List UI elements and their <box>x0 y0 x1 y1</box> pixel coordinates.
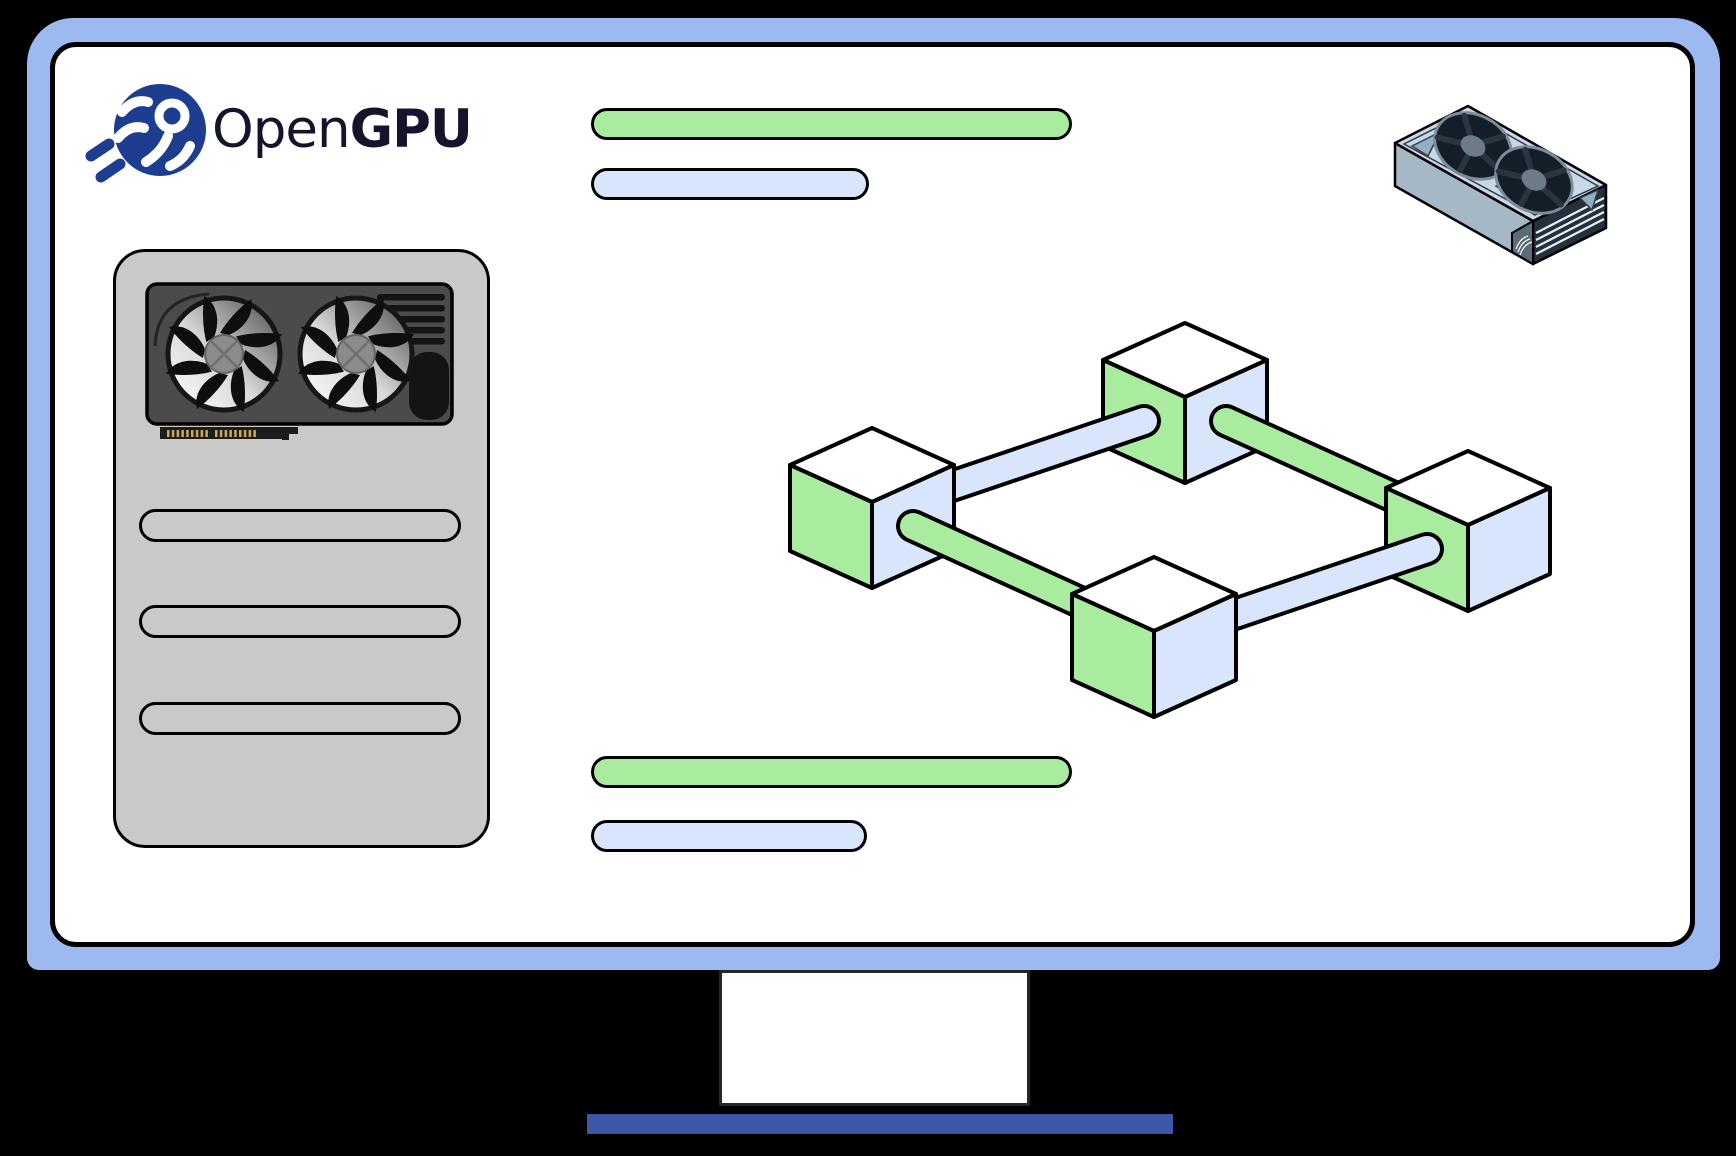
gpu-shroud-accent-line <box>153 292 210 347</box>
skeleton-bar-top-blue <box>591 168 869 200</box>
iso-gpu-fan-2 <box>1494 145 1574 215</box>
monitor-stand-neck <box>719 970 1030 1106</box>
gpu-node-cube-bottom <box>1070 555 1238 719</box>
monitor-stand-base <box>585 1112 1175 1136</box>
gpu-spec-card <box>113 249 490 848</box>
iso-gpu-corner-logo <box>1511 219 1534 266</box>
card-placeholder-row-3 <box>139 702 461 735</box>
card-placeholder-row-1 <box>139 509 461 542</box>
gpu-side-port-blob <box>409 352 449 420</box>
gpu-pcie-connector <box>160 427 298 440</box>
link-left-top <box>914 404 1161 510</box>
gpu-fan-right-icon <box>297 295 414 412</box>
skeleton-bar-bottom-green <box>591 756 1072 788</box>
gpu-network-diagram <box>788 321 1552 719</box>
link-left-bottom <box>896 509 1112 626</box>
brand-name-regular: Open <box>212 99 351 160</box>
skeleton-bar-bottom-blue <box>591 820 867 852</box>
link-bottom-right <box>1206 532 1444 635</box>
gpu-node-cube-left <box>788 426 956 590</box>
iso-gpu-fan-1 <box>1433 111 1513 181</box>
isometric-gpu-icon <box>1393 104 1608 266</box>
brand-wordmark: OpenGPU <box>212 103 473 156</box>
skeleton-bar-top-green <box>591 108 1072 140</box>
gpu-vent-grille <box>377 294 445 345</box>
gpu-node-cube-right <box>1384 449 1552 613</box>
card-placeholder-row-2 <box>139 605 461 638</box>
dual-fan-gpu-front-icon <box>145 282 454 440</box>
brand-name-bold: GPU <box>349 99 473 160</box>
gpu-node-cube-top <box>1101 321 1269 485</box>
gpu-fan-left-icon <box>165 295 282 412</box>
octopus-logo-icon <box>85 84 206 183</box>
